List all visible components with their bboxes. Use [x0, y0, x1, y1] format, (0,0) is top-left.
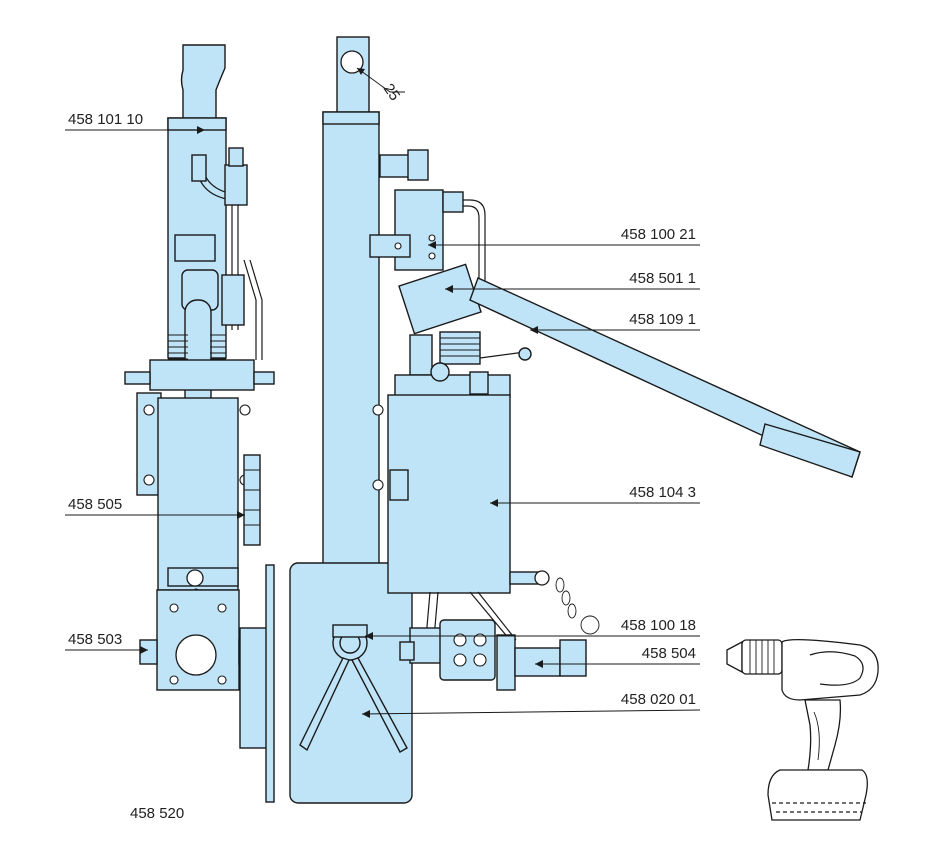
label-458-520: 458 520 [130, 805, 184, 822]
leader-arrowheads [140, 68, 543, 718]
label-458-109-1: 458 109 1 [629, 311, 696, 328]
label-458-101-10: 458 101 10 [68, 111, 143, 128]
dimension-label: 25 [380, 81, 403, 104]
label-458-504: 458 504 [642, 645, 696, 662]
leader-lines [65, 67, 701, 715]
label-458-503: 458 503 [68, 631, 122, 648]
cordless-drill-icon [726, 638, 879, 821]
labels: 458 101 10 458 505 458 503 458 520 458 1… [68, 81, 696, 822]
label-458-104-3: 458 104 3 [629, 484, 696, 501]
label-458-020-01: 458 020 01 [621, 691, 696, 708]
left-view [124, 44, 275, 803]
label-458-100-18: 458 100 18 [621, 617, 696, 634]
label-458-505: 458 505 [68, 496, 122, 513]
label-458-100-21: 458 100 21 [621, 226, 696, 243]
right-view [289, 36, 861, 804]
label-458-501-1: 458 501 1 [629, 270, 696, 287]
